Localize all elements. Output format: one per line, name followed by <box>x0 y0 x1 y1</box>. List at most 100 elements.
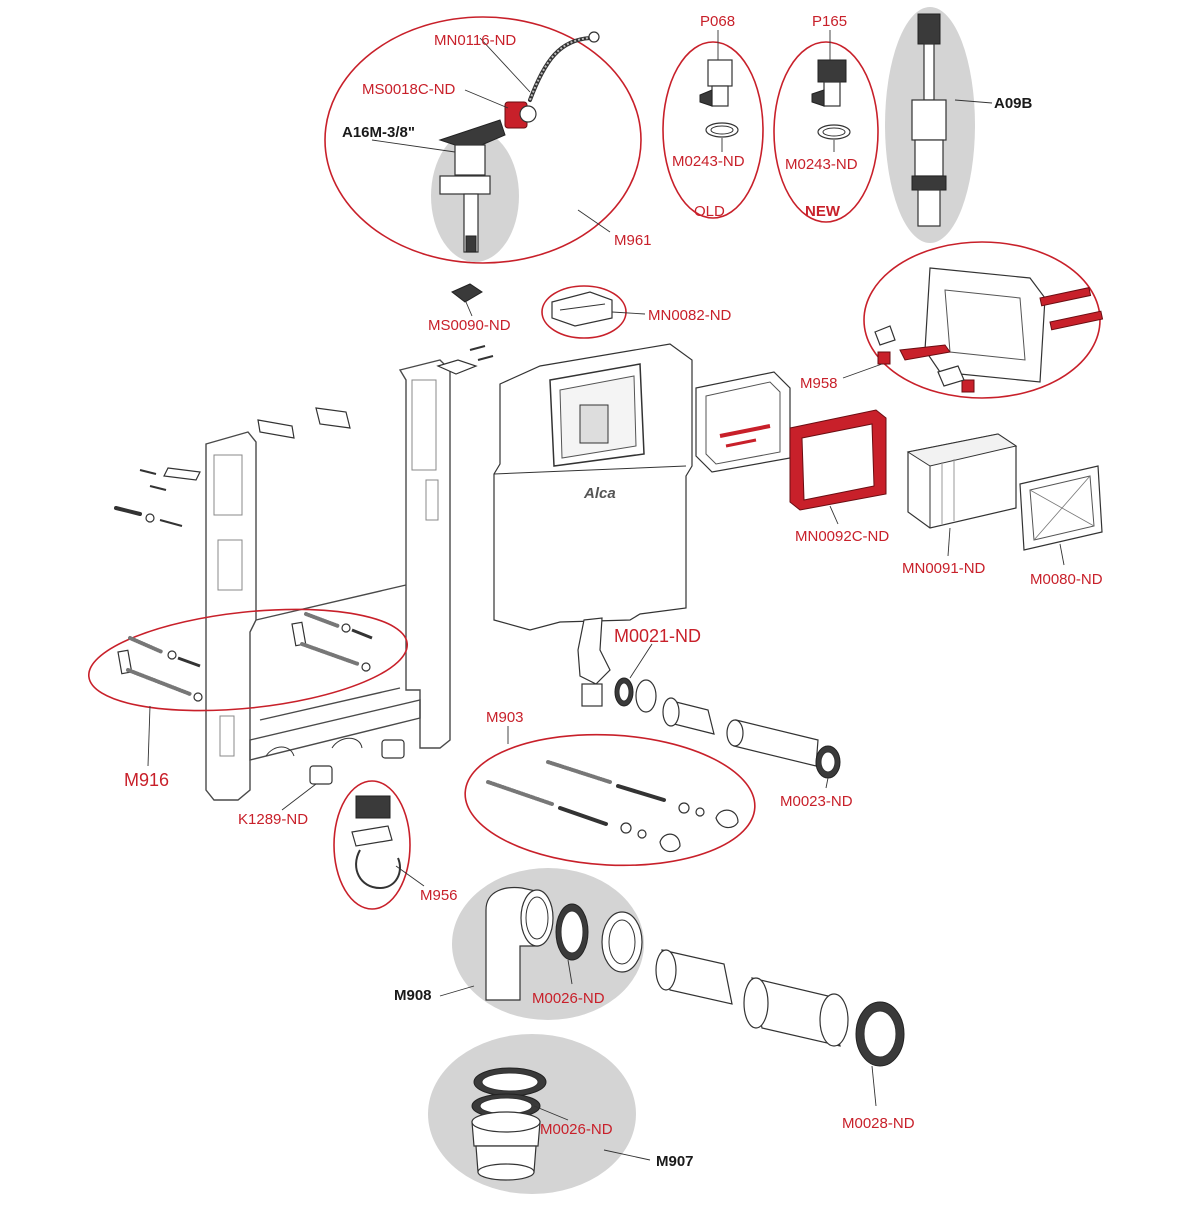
connector-group-old: P068 M0243-ND OLD <box>662 13 764 220</box>
m956-bracket <box>351 825 393 847</box>
frame-bottom-rail <box>249 699 421 761</box>
outlet-pipe <box>581 683 603 707</box>
leader-m956 <box>395 865 425 887</box>
label-m0080: M0080-ND <box>1030 571 1103 588</box>
frame-right-post <box>398 359 451 749</box>
label-m908: M908 <box>394 987 432 1004</box>
hose-connector <box>519 105 537 123</box>
p068-body <box>711 85 729 107</box>
label-mn0092c: MN0092C-ND <box>795 528 889 545</box>
label-m956: M956 <box>420 887 458 904</box>
ms0090-part: MS0090-ND <box>428 283 511 334</box>
m958-group: M958 <box>800 241 1104 399</box>
cistern-outlet <box>577 617 611 685</box>
block-part <box>315 407 351 429</box>
frame-cross <box>255 584 407 621</box>
label-old: OLD <box>694 203 725 220</box>
a09b-seal <box>911 175 947 191</box>
p165-body <box>823 81 841 107</box>
leader-m0021 <box>629 643 653 679</box>
m956-block <box>355 795 391 819</box>
mn0082-bracket <box>551 291 613 327</box>
leader-m907 <box>603 1149 651 1161</box>
m958-small-part <box>874 325 896 346</box>
cistern-tank: Alca <box>493 343 693 707</box>
leader-m0023 <box>825 777 829 789</box>
clip-part <box>163 467 201 481</box>
label-m916: M916 <box>124 770 169 790</box>
leader-mn0082 <box>611 311 646 315</box>
pan-connector-group: M0028-ND <box>655 949 915 1132</box>
m903-group: M903 <box>464 709 756 867</box>
m958-lever <box>899 344 951 361</box>
front-plate-part <box>695 371 791 473</box>
a09b-base <box>917 189 941 227</box>
m958-pin-1 <box>1039 287 1092 307</box>
label-p068: P068 <box>700 13 735 30</box>
label-mn0082: MN0082-ND <box>648 307 732 324</box>
m958-clip-2 <box>961 379 975 393</box>
top-clip <box>436 359 478 375</box>
label-a09b: A09B <box>994 95 1033 112</box>
frame-fitting-1 <box>381 739 405 759</box>
connector-group-new: P165 M0243-ND NEW <box>773 13 879 223</box>
m0080-part: M0080-ND <box>1019 465 1103 588</box>
m903-group-outline <box>464 733 756 867</box>
old-group-outline <box>662 41 764 219</box>
label-m0243-new: M0243-ND <box>785 156 858 173</box>
frame-left-post <box>205 431 257 801</box>
front-plate <box>695 371 791 473</box>
leader-m916 <box>147 705 151 767</box>
leader-ms0090 <box>465 301 473 317</box>
m958-pin-2 <box>1049 310 1104 331</box>
frame-loose-parts <box>114 345 494 527</box>
m958-small-part-2 <box>937 365 965 387</box>
leader-ms0018c <box>464 89 509 109</box>
leader-m0026-a <box>567 959 573 985</box>
m916-group: M916 <box>87 608 409 790</box>
mn0082-outline <box>541 285 627 339</box>
label-ms0090: MS0090-ND <box>428 317 511 334</box>
leader-a09b <box>954 99 993 104</box>
label-m0021: M0021-ND <box>614 626 701 646</box>
label-k1289: K1289-ND <box>238 811 308 828</box>
m907-group: M0026-ND M907 <box>428 1034 694 1194</box>
leader-m0026-b <box>533 1105 569 1121</box>
m903-cap-1 <box>715 809 739 829</box>
fill-valve-float <box>439 175 491 195</box>
p068-valve <box>699 89 713 107</box>
fill-valve-base <box>465 235 477 253</box>
label-m0026-b: M0026-ND <box>540 1121 613 1138</box>
fill-valve-group-m961: MN0116-ND MS0018C-ND A16M-3/8" M961 <box>324 16 652 264</box>
a09b-mid-body <box>914 139 944 177</box>
label-a16m: A16M-3/8" <box>342 124 415 141</box>
leader-mn0116 <box>479 37 531 93</box>
mn0091-part: MN0091-ND <box>902 433 1018 577</box>
cistern-valve-inside <box>579 404 609 444</box>
p165-nut <box>817 59 847 83</box>
mn0082-group: MN0082-ND <box>541 285 732 339</box>
ms0090-clip <box>451 283 483 303</box>
leader-m961 <box>577 209 611 233</box>
label-m0028: M0028-ND <box>842 1115 915 1132</box>
cistern-logo: Alca <box>583 485 616 502</box>
a09b-upper-body <box>911 99 947 141</box>
leader-m958 <box>842 363 883 379</box>
m908-group: M908 M0026-ND <box>394 868 644 1020</box>
comb-part <box>257 419 295 439</box>
frame-fitting-2 <box>309 765 333 785</box>
flexible-hose <box>528 36 592 102</box>
leader-k1289 <box>281 783 317 811</box>
installation-frame <box>205 359 451 801</box>
pipe-section-2 <box>733 719 819 767</box>
m961-group-outline <box>324 16 642 264</box>
k1289-part: K1289-ND <box>238 783 317 828</box>
label-m0023: M0023-ND <box>780 793 853 810</box>
p068-nut <box>707 59 733 87</box>
label-ms0018c: MS0018C-ND <box>362 81 456 98</box>
m0080-cover <box>1019 465 1103 551</box>
leader-m0028 <box>871 1065 877 1107</box>
label-m907: M907 <box>656 1153 694 1170</box>
leader-m0080 <box>1059 543 1065 566</box>
